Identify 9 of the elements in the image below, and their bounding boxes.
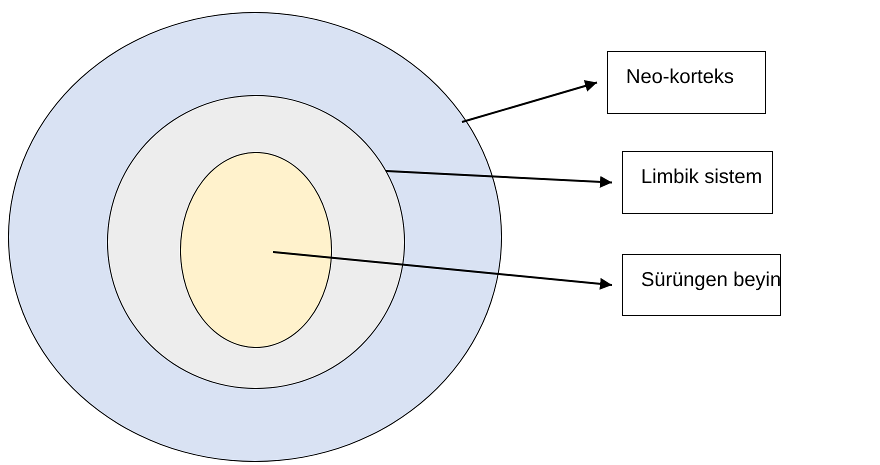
label-box <box>607 51 766 114</box>
label-box <box>622 151 773 214</box>
box-label: Neo-korteks <box>626 65 734 90</box>
arrow <box>386 170 612 188</box>
arrow <box>272 251 612 290</box>
arrow <box>462 80 598 123</box>
box-label: Sürüngen beyin <box>641 268 782 293</box>
box-label: Limbik sistem <box>641 165 762 190</box>
label-box <box>622 254 781 316</box>
